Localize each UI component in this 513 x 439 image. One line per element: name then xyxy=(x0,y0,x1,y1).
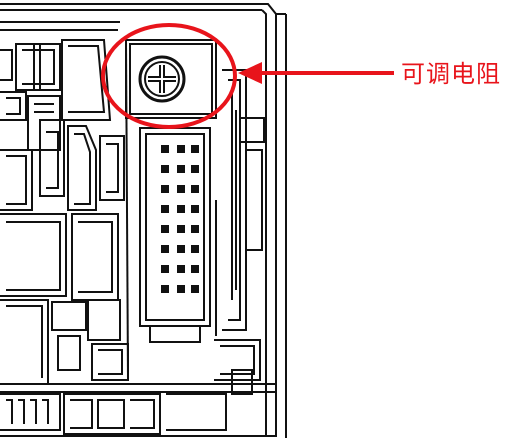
terminal-connector xyxy=(139,127,211,343)
resistor-block xyxy=(125,39,217,119)
callout-highlight-circle xyxy=(101,23,237,129)
callout-marker xyxy=(101,23,394,129)
left-mechanism xyxy=(0,21,129,384)
connector-pins xyxy=(161,145,199,293)
device-housing xyxy=(0,3,287,438)
bottom-mechanism xyxy=(0,369,276,437)
callout-label: 可调电阻 xyxy=(401,60,501,88)
callout-arrowhead xyxy=(238,62,262,84)
